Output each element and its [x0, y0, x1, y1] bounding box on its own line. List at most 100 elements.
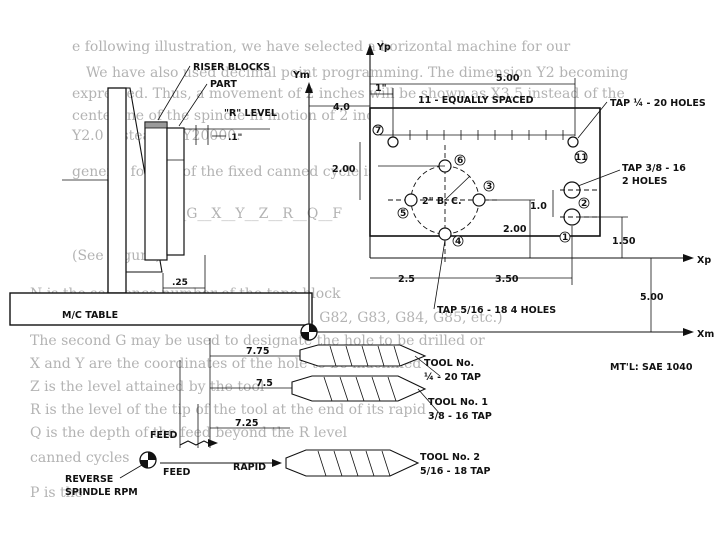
- bg-line: Z is the level attained by the tool: [30, 379, 265, 395]
- dim-150: 1.50: [612, 236, 636, 247]
- dim-775-label: 7.75: [246, 346, 269, 357]
- dim-25: 2.5: [398, 274, 415, 285]
- bg-line: We have also used decimal point programm…: [86, 65, 628, 81]
- tool-1-spec: 3/8 - 16 TAP: [428, 411, 492, 422]
- tool-2: TOOL No. 2 5/16 - 18 TAP: [285, 449, 490, 477]
- hole-label-circle: [574, 150, 588, 164]
- hole-quarter-20: [387, 136, 399, 148]
- machine-zero-quadrant: [309, 324, 317, 332]
- riser-block-cap: [144, 121, 168, 129]
- hole-label-6: 6: [457, 156, 463, 166]
- equal-space-ticks: [380, 130, 575, 140]
- part-label: PART: [210, 79, 237, 90]
- dim-200-left: 2.00: [332, 164, 356, 175]
- hole-label-5: 5: [400, 209, 406, 219]
- feed-arrowhead: [208, 439, 218, 447]
- spindle-reverse-icon-quadrant: [140, 460, 148, 468]
- hole-label-circle: [578, 197, 590, 209]
- bg-line: N__G__X__Y__Z__R__Q__F: [160, 206, 342, 222]
- tap-quarter-label: TAP ¼ - 20 HOLES: [610, 98, 706, 109]
- ym-arrowhead: [305, 82, 313, 93]
- material-label: MT'L: SAE 1040: [610, 362, 693, 373]
- bg-line: canned cycles: [30, 450, 129, 466]
- yp-arrowhead: [366, 44, 374, 55]
- reverse-label: REVERSE: [65, 474, 113, 485]
- part-leader: [178, 83, 208, 127]
- hole-label-circle: [397, 207, 409, 219]
- mc-table-label: M/C TABLE: [62, 310, 118, 321]
- bg-line: expressed. Thus, a movement of 2 inches …: [72, 86, 625, 102]
- hole-516: [404, 193, 418, 207]
- fixture-setup: .25 M/C TABLE RISER BLOCKS PART "R" LEVE…: [9, 62, 313, 326]
- rapid-arrowhead: [272, 459, 282, 467]
- dim-10: 1.0: [530, 201, 547, 212]
- tools-group: TOOL No. ¼ - 20 TAP TOOL No. 1 3/8 - 16 …: [285, 344, 492, 477]
- tool-1-threads: [323, 376, 397, 402]
- tap-38-label-b: 2 HOLES: [622, 176, 667, 187]
- part-block: [166, 127, 185, 256]
- bg-line: P is the: [30, 485, 83, 501]
- angle-plate: [107, 87, 127, 294]
- bg-line: e following illustration, we have select…: [72, 39, 571, 55]
- tool-0-spec: ¼ - 20 TAP: [424, 372, 481, 383]
- part-outline: [369, 107, 601, 237]
- hole-516: [438, 227, 452, 241]
- hole-label-circle: [454, 154, 466, 166]
- tool-1-name: TOOL No. 1: [428, 397, 488, 408]
- hole-label-circle: [452, 235, 464, 247]
- tool-0: TOOL No. ¼ - 20 TAP: [299, 344, 481, 383]
- r-dim-label: .1": [228, 133, 242, 143]
- hole-label-circle: [559, 231, 571, 243]
- hole-label-11: 11: [575, 153, 588, 163]
- spindle-rpm-label: SPINDLE RPM: [65, 487, 138, 498]
- hole-516: [472, 193, 486, 207]
- tool-0-threads: [329, 345, 401, 367]
- tool-2-threads: [317, 450, 391, 477]
- dim-500-top: 5.00: [496, 73, 520, 84]
- tool-1: TOOL No. 1 3/8 - 16 TAP: [291, 375, 492, 422]
- hole-label-circle: [483, 180, 495, 192]
- hole-label-2: 2: [581, 199, 587, 209]
- machine-table: [9, 292, 313, 326]
- riser-blocks-label: RISER BLOCKS: [193, 62, 270, 73]
- tool-2-spec: 5/16 - 18 TAP: [420, 466, 490, 477]
- tool-1-body: [291, 375, 427, 402]
- hole-label-1: 1: [562, 233, 568, 243]
- part-plan-view: Yp Xp 2" B. C.: [309, 42, 711, 373]
- riser-blocks-leader: [157, 65, 191, 121]
- xp-arrowhead: [683, 254, 694, 262]
- tool-0-name: TOOL No.: [424, 358, 474, 369]
- bg-line: Q is the depth of the feed beyond the R …: [30, 425, 348, 441]
- spindle-reverse-icon-quadrant: [148, 452, 156, 460]
- rapid-label: RAPID: [233, 462, 266, 473]
- hole-label-circle: [372, 124, 384, 136]
- xp-label: Xp: [697, 255, 711, 266]
- hole-label-4: 4: [455, 237, 461, 247]
- tool-1-leader: [417, 388, 441, 415]
- ym-label: Ym: [292, 70, 310, 81]
- tool-2-name: TOOL No. 2: [420, 452, 480, 463]
- tap-516-leader: [433, 239, 446, 310]
- reverse-leader: [119, 464, 143, 479]
- r-level-label: "R" LEVEL: [224, 108, 277, 119]
- xm-arrowhead: [683, 328, 694, 336]
- dim-725-label: 7.25: [235, 418, 258, 429]
- dim-350: 3.50: [495, 274, 519, 285]
- dim-75-label: 7.5: [256, 378, 273, 389]
- feed-label-lower: FEED: [163, 467, 190, 478]
- bolt-circle-label: 2" B. C.: [422, 196, 462, 207]
- spindle-axis: Ym Xm: [292, 70, 714, 341]
- bg-line: R is the level of the tip of the tool at…: [30, 402, 426, 418]
- dim-200-right: 2.00: [503, 224, 527, 235]
- tool-0-leader: [414, 355, 441, 377]
- feed-section: 7.75 7.5 7.25 FEED RAPID FEED REVERSE SP…: [65, 338, 300, 498]
- tap-38-leader: [577, 169, 621, 187]
- feed-zigzag: [179, 440, 213, 446]
- dim-40: 4.0: [333, 102, 350, 113]
- bc-radius: [444, 175, 471, 201]
- tap-quarter-leader: [577, 101, 608, 139]
- yp-label: Yp: [376, 42, 391, 53]
- dim-1in: 1": [375, 83, 387, 94]
